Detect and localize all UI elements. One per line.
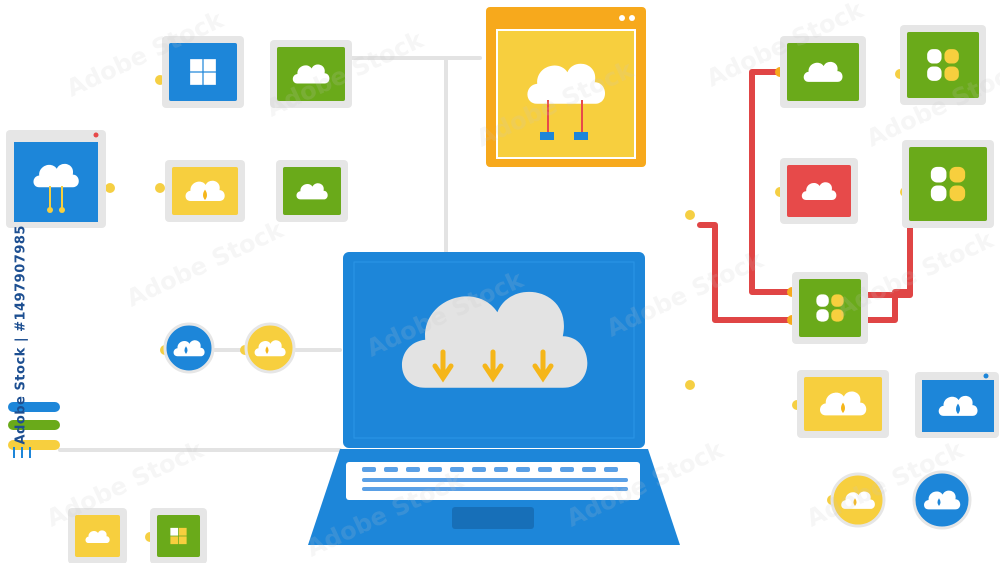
keyboard-key xyxy=(582,467,596,472)
grid-cell xyxy=(179,528,187,536)
grid-cell xyxy=(816,294,828,306)
grid-cell xyxy=(204,73,216,85)
left-cloud-window xyxy=(6,130,106,228)
grid-cell xyxy=(816,309,828,321)
wire-connector xyxy=(155,183,165,193)
tile-green-grid xyxy=(900,25,986,105)
tile-yellow-cloud xyxy=(68,508,127,563)
cloud-node-blue xyxy=(914,472,970,528)
browser-dot xyxy=(629,15,635,21)
keyboard-key xyxy=(450,467,464,472)
grid-cell xyxy=(931,167,947,183)
grid-cell xyxy=(931,186,947,202)
red-wire xyxy=(700,225,792,320)
grid-cell xyxy=(190,73,202,85)
keyboard-key xyxy=(516,467,530,472)
grid-cell xyxy=(170,528,178,536)
yellow-wire xyxy=(110,188,165,350)
tile-blue-grid xyxy=(162,36,244,108)
cable-plug xyxy=(574,132,588,140)
keyboard-key xyxy=(362,467,376,472)
tile-green-cloud xyxy=(270,40,352,108)
laptop-trackpad xyxy=(452,507,534,529)
top-cloud-browser xyxy=(486,7,646,167)
tile-green-grid xyxy=(902,140,994,228)
grid-cell xyxy=(170,536,178,544)
wire-connector xyxy=(685,210,695,220)
grid-cell xyxy=(927,49,941,63)
keyboard-key xyxy=(538,467,552,472)
keyboard-key xyxy=(472,467,486,472)
cable-plug xyxy=(47,207,53,213)
window-dot xyxy=(94,133,99,138)
wire-connector xyxy=(685,380,695,390)
tile-red-cloud xyxy=(780,158,858,224)
tile-face xyxy=(799,279,861,337)
yellow-wire xyxy=(646,385,797,405)
grid-cell xyxy=(204,59,216,71)
grid-cell xyxy=(944,49,958,63)
keyboard-key xyxy=(560,467,574,472)
window-dot xyxy=(984,374,989,379)
tile-green-cloud xyxy=(780,36,866,108)
keyboard-key xyxy=(428,467,442,472)
tile-face xyxy=(169,43,237,101)
tile-face xyxy=(907,32,979,98)
tile-yellow-cloud xyxy=(797,370,889,438)
tile-green-grid xyxy=(792,272,868,344)
grid-cell xyxy=(927,66,941,80)
cloud-node-blue xyxy=(165,324,213,372)
grid-cell xyxy=(190,59,202,71)
grid-cell xyxy=(831,309,843,321)
keyboard-row xyxy=(362,478,628,482)
grid-cell xyxy=(950,167,966,183)
grid-cell xyxy=(944,66,958,80)
keyboard-key xyxy=(406,467,420,472)
grid-cell xyxy=(950,186,966,202)
right-cloud-browser xyxy=(915,372,999,438)
wire-connector xyxy=(105,183,115,193)
grid-cell xyxy=(179,536,187,544)
tile-green-cloud xyxy=(276,160,348,222)
browser-dot xyxy=(619,15,625,21)
keyboard-row xyxy=(362,487,628,491)
yellow-wire xyxy=(104,80,160,188)
keyboard-key xyxy=(494,467,508,472)
cable-plug xyxy=(59,207,65,213)
cloud-node-yellow xyxy=(246,324,294,372)
grid-cell xyxy=(831,294,843,306)
tile-face xyxy=(157,515,200,557)
tile-face xyxy=(909,147,987,221)
keyboard-key xyxy=(604,467,618,472)
cloud-node-yellow xyxy=(832,474,884,526)
stock-id-label: Adobe Stock | #1497907985 xyxy=(14,315,29,445)
tile-yellow-cloud xyxy=(165,160,245,222)
red-wire xyxy=(868,225,910,295)
keyboard-key xyxy=(384,467,398,472)
tile-green-grid xyxy=(150,508,207,563)
laptop-cloud-download xyxy=(308,252,680,545)
cable-plug xyxy=(540,132,554,140)
